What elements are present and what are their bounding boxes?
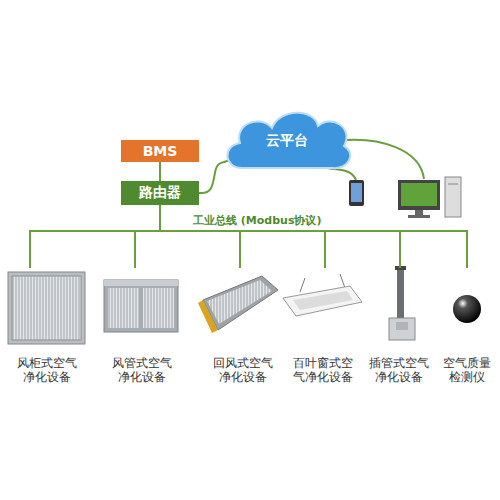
connector-line	[160, 205, 400, 268]
connector-line	[160, 205, 467, 268]
device-node: 插管式空气 净化设备	[366, 268, 432, 384]
device-node: 空气质量 检测仪	[436, 268, 498, 384]
device-node: 百叶窗式空 气净化设备	[284, 268, 362, 384]
connector-line	[159, 162, 161, 181]
connector-layer	[30, 161, 467, 268]
connector-line	[135, 205, 160, 268]
computer-icon	[398, 177, 461, 218]
cloud-node: 云平台	[222, 106, 352, 176]
bus-label: 工业总线 (Modbus协议)	[193, 213, 322, 228]
louver-purifier	[283, 274, 362, 316]
node-text: BMS	[143, 143, 178, 159]
air-quality-sensor	[453, 295, 481, 323]
cabinet-purifier	[8, 272, 85, 344]
bms-box: BMS	[121, 140, 199, 162]
device-caption: 风柜式空气 净化设备	[4, 356, 90, 384]
node-text: 路由器	[139, 184, 181, 202]
device-node: 风管式空气 净化设备	[100, 268, 184, 384]
connector-line	[30, 205, 160, 268]
connector-line	[199, 161, 228, 193]
device-caption: 百叶窗式空 气净化设备	[284, 356, 362, 384]
device-caption: 回风式空气 净化设备	[203, 356, 283, 384]
device-node: 回风式空气 净化设备	[203, 268, 283, 384]
device-node: 风柜式空气 净化设备	[4, 268, 90, 384]
return-air-purifier	[198, 276, 278, 333]
connector-line	[160, 205, 325, 268]
wireless-link	[346, 140, 424, 179]
device-caption: 风管式空气 净化设备	[100, 356, 184, 384]
probe-purifier	[389, 266, 415, 340]
node-text: 云平台	[266, 132, 308, 150]
duct-purifier	[104, 280, 178, 332]
phone-icon	[349, 180, 364, 206]
device-caption: 插管式空气 净化设备	[366, 356, 432, 384]
cloud-shape	[227, 113, 350, 168]
device-caption: 空气质量 检测仪	[436, 356, 498, 384]
router-box: 路由器	[121, 181, 199, 205]
